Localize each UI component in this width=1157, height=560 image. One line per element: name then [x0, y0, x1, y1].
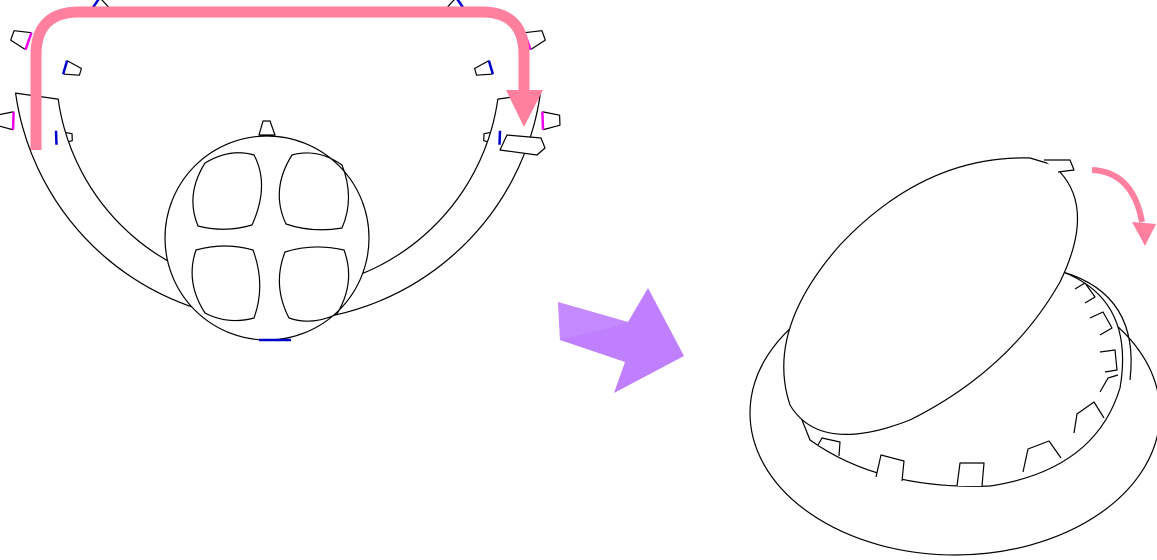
ring-tooth — [875, 454, 905, 482]
inner-tooth-marks — [54, 0, 502, 145]
transfer-arrow-shaft — [30, 6, 530, 150]
ring-tooth — [1073, 401, 1105, 434]
center-gear-top-tooth — [258, 120, 276, 136]
transfer-arrow — [30, 6, 543, 150]
ring-tooth — [1022, 440, 1062, 473]
ring-tooth — [1099, 374, 1119, 393]
ring-tooth — [956, 462, 985, 487]
step-arrow-shape — [558, 288, 684, 393]
rolled-ring-gear — [749, 157, 1157, 556]
center-gear — [164, 120, 370, 342]
inner-tooth-mark — [61, 60, 69, 75]
inner-teeth — [55, 0, 501, 146]
gear-lobe-bottom-left — [191, 245, 261, 322]
ring-tooth — [817, 437, 841, 457]
outer-tooth-mark — [541, 111, 545, 130]
ring-lid-tab — [1044, 159, 1075, 173]
inner-tooth-mark — [487, 60, 495, 75]
ring-inner-teeth — [817, 282, 1119, 487]
gear-lobe-bottom-right — [278, 246, 350, 322]
rotation-arrow-head — [1132, 222, 1156, 246]
gear-lobe-top-right — [278, 152, 350, 231]
gear-lobes — [191, 152, 350, 322]
step-arrow-shade — [558, 302, 628, 340]
outer-tooth-mark — [11, 111, 15, 130]
inner-tooth — [63, 60, 82, 76]
center-gear-disc — [164, 135, 370, 341]
ring-tooth — [1074, 282, 1096, 304]
outer-tooth — [0, 111, 14, 131]
outer-tooth-marks — [11, 32, 545, 130]
outer-tooth-mark — [24, 32, 33, 51]
strip-end-tab — [499, 134, 546, 156]
outer-teeth — [0, 30, 561, 131]
rotation-arrow-shaft — [1091, 167, 1145, 223]
step-arrow — [558, 288, 684, 393]
transfer-arrow-head — [506, 90, 543, 127]
ring-lid — [783, 157, 1079, 436]
gear-lobe-top-left — [192, 152, 263, 230]
rotation-arrow — [1091, 167, 1156, 246]
ring-tooth — [1089, 311, 1113, 336]
inner-tooth — [474, 60, 493, 76]
ring-tooth — [1099, 349, 1118, 373]
ring-inner-lip — [1062, 271, 1132, 381]
outer-tooth — [542, 111, 561, 131]
